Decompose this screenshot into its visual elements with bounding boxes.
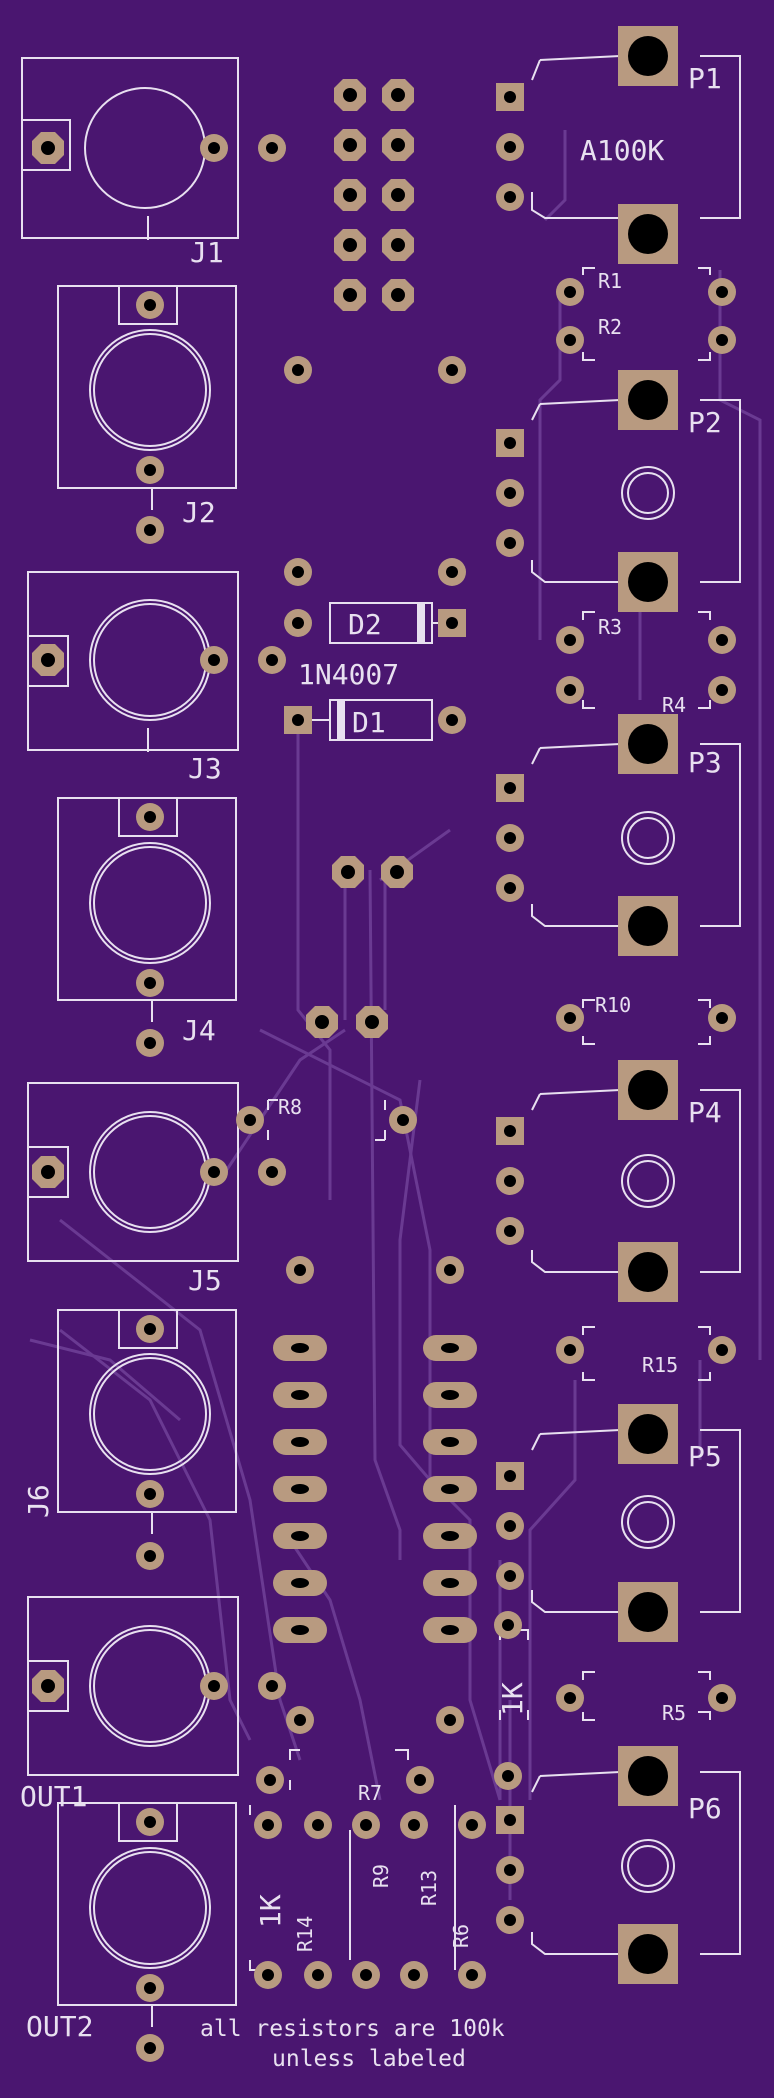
label-p1-value: A100K — [580, 134, 664, 167]
label-r15: R15 — [642, 1353, 678, 1377]
label-p3: P3 — [688, 746, 722, 779]
label-p4: P4 — [688, 1096, 722, 1129]
label-j6: J6 — [22, 1484, 55, 1518]
label-r9: R9 — [369, 1864, 393, 1888]
label-1k-b: 1K — [254, 1894, 287, 1928]
label-r2: R2 — [598, 315, 622, 339]
label-j5: J5 — [188, 1264, 222, 1297]
label-j2: J2 — [182, 496, 216, 529]
label-d1: D1 — [352, 706, 386, 739]
label-out2: OUT2 — [26, 2010, 93, 2043]
note-line-1: all resistors are 100k — [200, 2016, 505, 2042]
label-p2: P2 — [688, 406, 722, 439]
label-p6: P6 — [688, 1792, 722, 1825]
label-r8: R8 — [278, 1095, 302, 1119]
label-j3: J3 — [188, 752, 222, 785]
label-r10: R10 — [595, 993, 631, 1017]
silkscreen — [21, 55, 741, 2027]
label-1n4007: 1N4007 — [298, 658, 399, 691]
label-1k-a: 1K — [496, 1682, 529, 1716]
label-p5: P5 — [688, 1440, 722, 1473]
label-j4: J4 — [182, 1014, 216, 1047]
label-r13: R13 — [417, 1870, 441, 1906]
note-line-2: unless labeled — [272, 2046, 466, 2072]
label-r4: R4 — [662, 693, 686, 717]
label-r7: R7 — [358, 1781, 382, 1805]
traces — [29, 130, 762, 1900]
label-out1: OUT1 — [20, 1780, 87, 1813]
label-r1: R1 — [598, 269, 622, 293]
label-r6: R6 — [449, 1924, 473, 1948]
label-r5: R5 — [662, 1701, 686, 1725]
label-r14: R14 — [293, 1916, 317, 1952]
label-d2: D2 — [348, 608, 382, 641]
label-r3: R3 — [598, 615, 622, 639]
label-p1: P1 — [688, 62, 722, 95]
label-j1: J1 — [190, 236, 224, 269]
